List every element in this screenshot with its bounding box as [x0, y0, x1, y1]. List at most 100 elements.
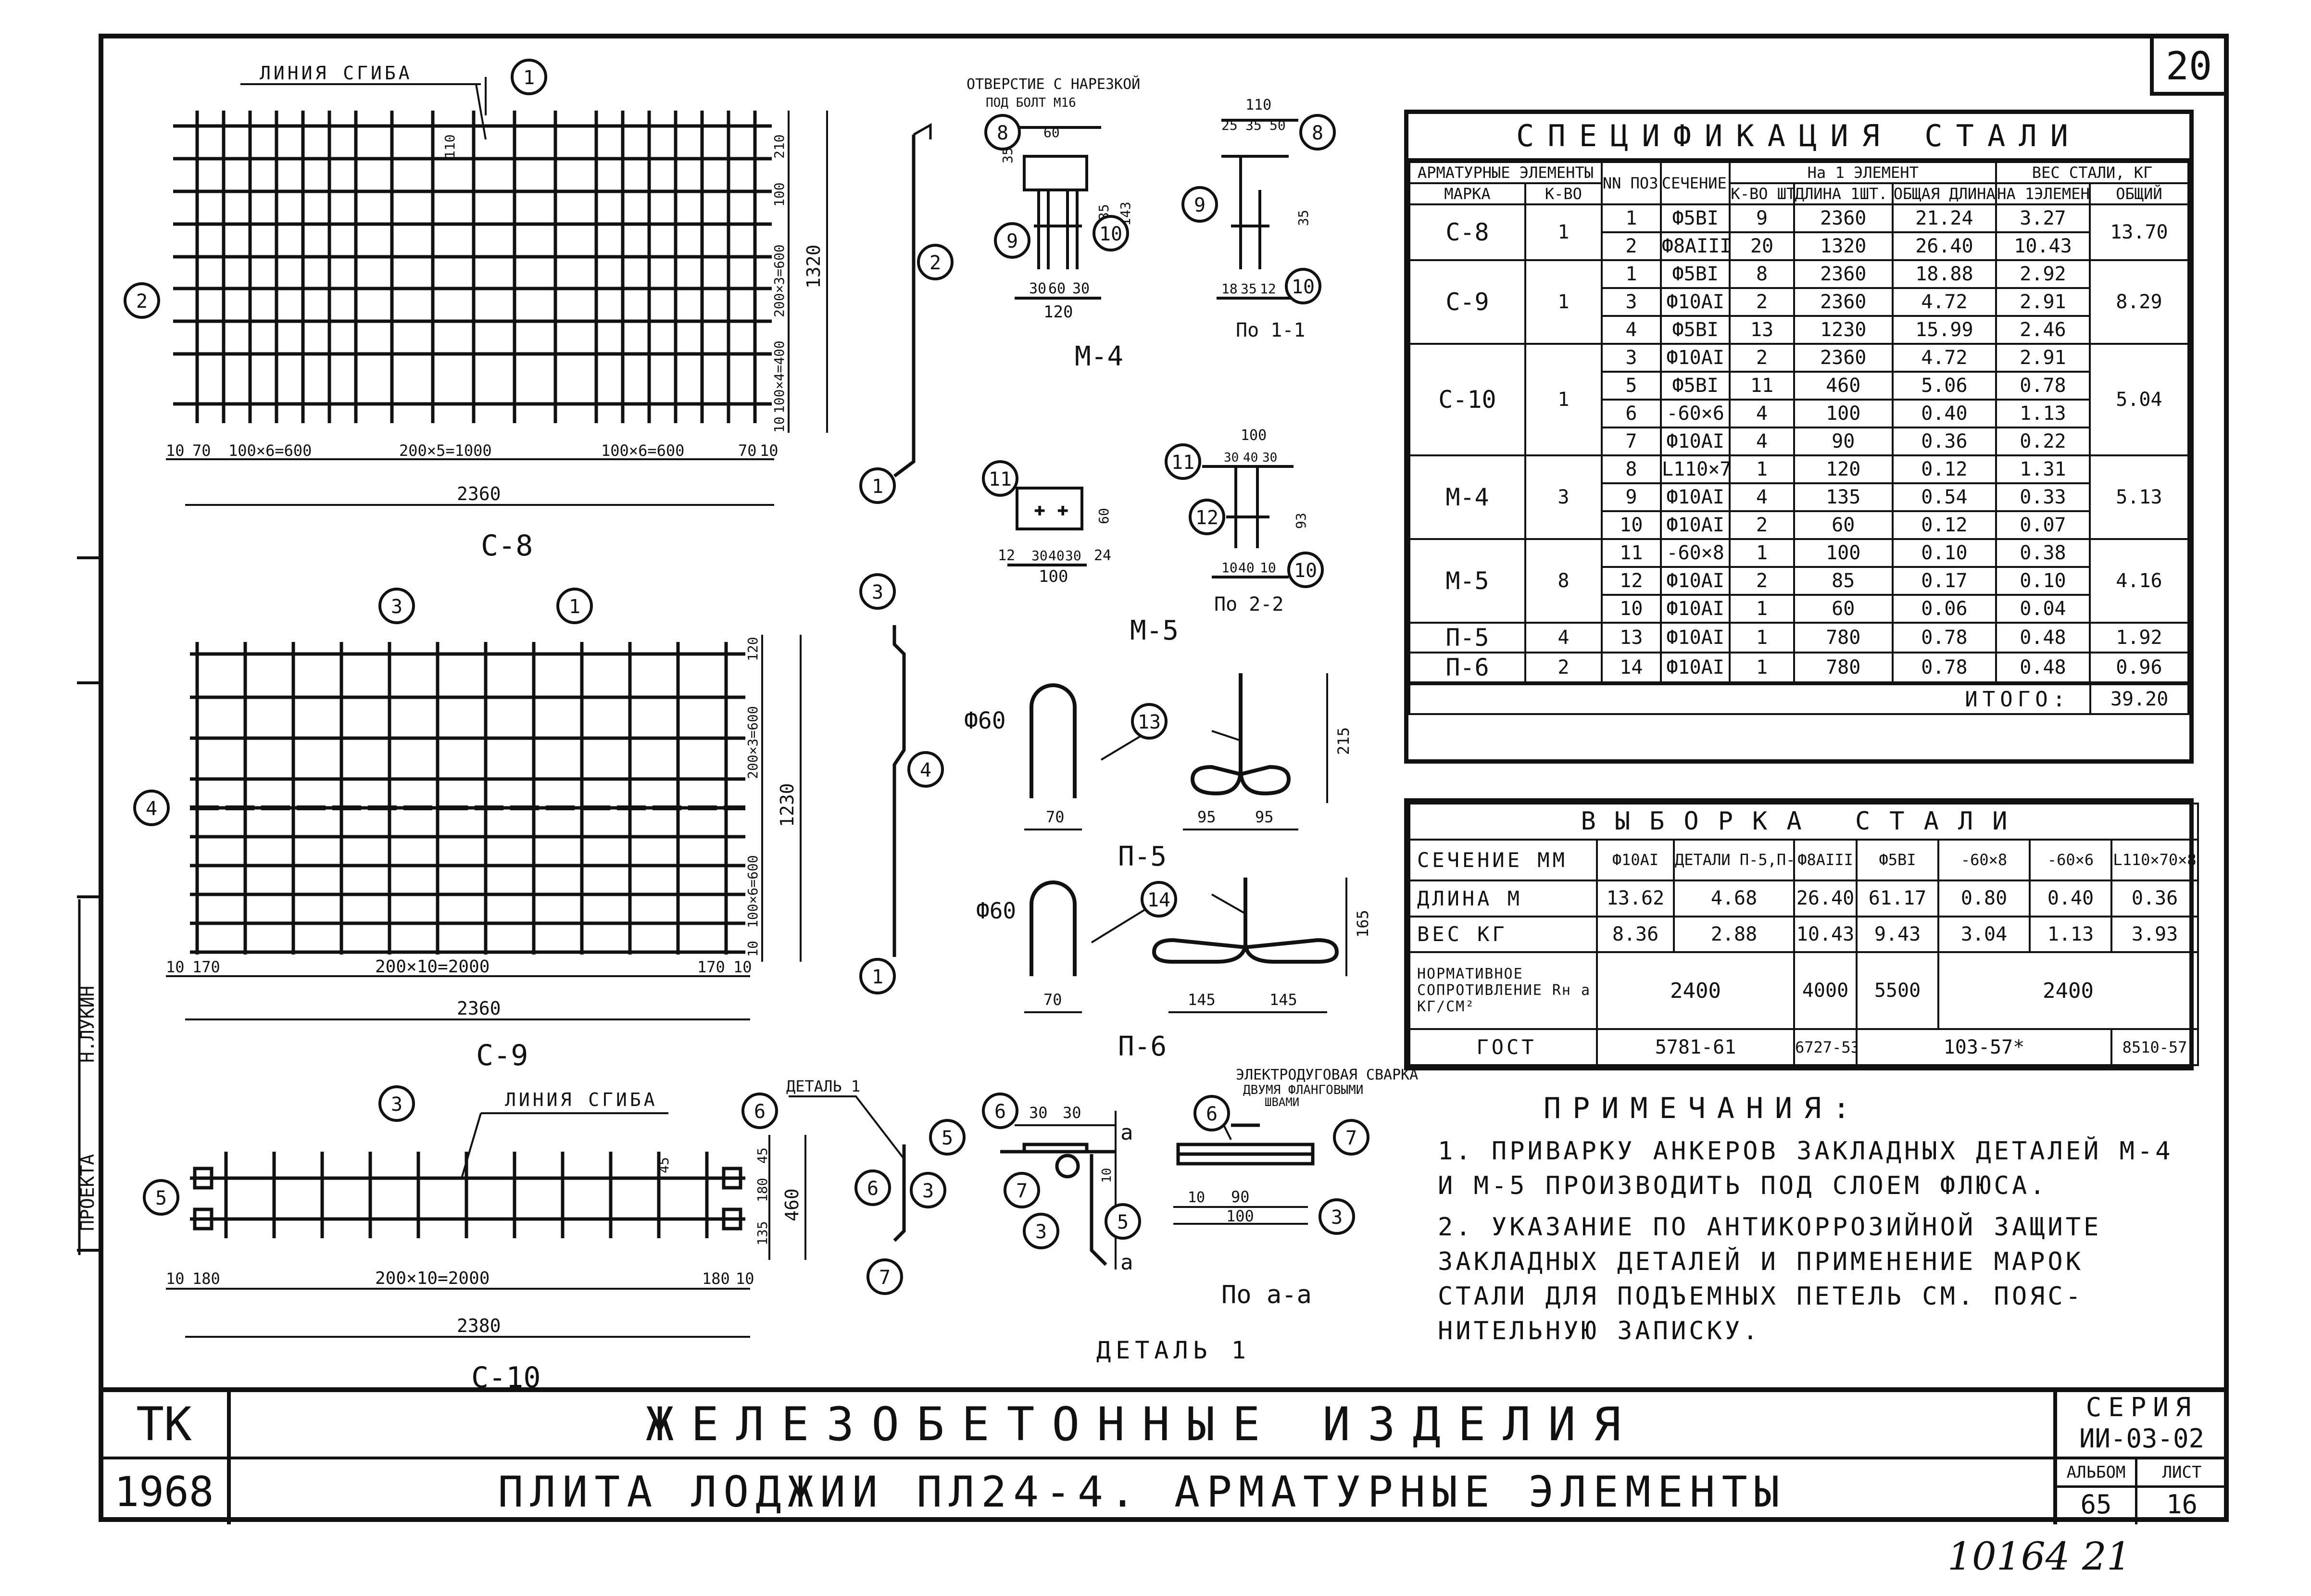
c9-label: С-9: [476, 1039, 528, 1072]
sampling-weight-cell: 2.88: [1673, 915, 1795, 954]
svg-text:7: 7: [1016, 1180, 1028, 1202]
margin-ticks: [77, 556, 101, 1252]
spec-pos: 2: [1600, 231, 1662, 261]
svg-text:10: 10: [166, 1269, 185, 1288]
svg-text:4: 4: [146, 798, 157, 820]
spec-total-value: 39.20: [2089, 683, 2189, 715]
callout-7-d1: [1004, 1172, 1040, 1208]
sampling-weight-cell: 1.13: [2029, 915, 2112, 954]
spec-header-weight: ВЕС СТАЛИ, КГ: [1995, 161, 2189, 184]
sheet-number-box: [2150, 34, 2228, 96]
svg-text:8: 8: [1312, 122, 1323, 144]
svg-text:215: 215: [1334, 727, 1353, 755]
sampling-row-weight: ВЕС КГ: [1408, 915, 1598, 954]
spec-weight: 0.48: [1995, 652, 2091, 683]
dims-c9: [166, 635, 802, 1020]
spec-pos: 4: [1600, 315, 1662, 345]
svg-text:3: 3: [391, 1093, 402, 1116]
svg-text:10: 10: [166, 958, 185, 976]
sampling-table-title: ВЫБОРКА СТАЛИ: [1408, 803, 2199, 841]
detail1-label: ДЕТАЛЬ 1: [1096, 1336, 1251, 1364]
spec-mark: П-5: [1408, 622, 1526, 653]
spec-qty: 8: [1729, 259, 1795, 289]
svg-text:6: 6: [867, 1178, 879, 1200]
spec-header-per-el-weight: НА 1ЭЛЕМЕНТ: [1995, 182, 2091, 205]
callout-3-d1b: [1319, 1198, 1355, 1235]
title-block-album-value: 65: [2080, 1489, 2112, 1520]
svg-text:1320: 1320: [803, 244, 824, 289]
svg-text:70: 70: [1043, 991, 1062, 1009]
spec-total-length: 4.72: [1891, 343, 1997, 373]
sampling-column-header: L110×70×8: [2110, 838, 2199, 881]
callout-8-m4b: [1299, 114, 1336, 151]
svg-text:210: 210: [771, 134, 787, 159]
c10-bend-line-label: ЛИНИЯ СГИБА: [505, 1089, 658, 1110]
svg-text:30: 30: [1262, 451, 1277, 465]
svg-text:70: 70: [192, 441, 211, 460]
sampling-row-gost: ГОСТ: [1408, 1028, 1598, 1066]
svg-text:200×3=600: 200×3=600: [771, 244, 787, 317]
spec-weight: 3.27: [1995, 203, 2091, 233]
spec-weight: 2.46: [1995, 315, 2091, 345]
spec-header-elements: АРМАТУРНЫЕ ЭЛЕМЕНТЫ: [1408, 161, 1603, 184]
svg-text:2360: 2360: [457, 483, 501, 504]
sampling-column-header: -60×6: [2029, 838, 2112, 881]
svg-text:25: 25: [1221, 117, 1238, 133]
svg-text:100×4=400: 100×4=400: [771, 340, 787, 414]
svg-text:60: 60: [1096, 508, 1112, 524]
sampling-column-header: ДЕТАЛИ П-5,П-6 Ф10AI: [1673, 838, 1795, 881]
callout-9-m4b: [1181, 186, 1218, 223]
spec-header-total-length: ОБЩАЯ ДЛИНА М: [1891, 182, 1997, 205]
svg-text:180: 180: [702, 1269, 730, 1288]
callout-5-d1: [1105, 1203, 1141, 1240]
sampling-gost-1: 5781-61: [1596, 1028, 1795, 1066]
spec-mark: С-9: [1408, 259, 1526, 345]
spec-section: Ф10AI: [1659, 343, 1731, 373]
spec-mark: С-8: [1408, 203, 1526, 261]
svg-text:10: 10: [1221, 560, 1238, 576]
spec-section: Ф10AI: [1659, 427, 1731, 456]
spec-section: Ф10AI: [1659, 594, 1731, 624]
spec-length: 1230: [1793, 315, 1894, 345]
callout-1-c9: [556, 588, 593, 624]
spec-section: -60×8: [1659, 538, 1731, 568]
spec-pos: 1: [1600, 203, 1662, 233]
spec-weight: 1.31: [1995, 454, 2091, 484]
callout-3-c9: [378, 588, 415, 624]
spec-count: 4: [1524, 622, 1603, 653]
spec-total-length: 0.17: [1891, 566, 1997, 596]
svg-text:100: 100: [1241, 427, 1267, 444]
svg-text:93: 93: [1293, 513, 1309, 529]
callout-9-m4: [994, 222, 1030, 259]
spec-section: Ф8AIII: [1659, 231, 1731, 261]
spec-group-total: 1.92: [2088, 622, 2190, 653]
spec-length: 780: [1793, 622, 1894, 653]
svg-text:11: 11: [1171, 452, 1194, 474]
callout-6-c10: [741, 1093, 778, 1129]
svg-text:60: 60: [1043, 125, 1060, 140]
svg-text:100: 100: [771, 182, 787, 207]
spec-length: 100: [1793, 538, 1894, 568]
sampling-weight-cell: 3.93: [2110, 915, 2199, 954]
svg-text:135: 135: [754, 1221, 770, 1245]
spec-group-total: 13.70: [2088, 203, 2190, 261]
svg-text:30: 30: [1072, 280, 1090, 297]
mesh-c10: [190, 1152, 745, 1238]
sampling-column-header: Ф8AIII: [1793, 838, 1858, 881]
spec-count: 1: [1524, 203, 1603, 261]
svg-text:170: 170: [192, 958, 220, 976]
svg-text:90: 90: [1231, 1188, 1250, 1206]
spec-header-pos: NN ПОЗ.: [1600, 161, 1662, 205]
sampling-row-length: ДЛИНА М: [1408, 879, 1598, 917]
detail1-section-label: По а-а: [1221, 1281, 1312, 1309]
spec-header-mark: МАРКА: [1408, 182, 1526, 205]
spec-group-total: 5.04: [2088, 343, 2190, 456]
title-block-series-label: СЕРИЯ: [2085, 1392, 2198, 1422]
detail1-drawing: [1000, 1123, 1315, 1266]
spec-qty: 4: [1729, 399, 1795, 428]
spec-weight: 10.43: [1995, 231, 2091, 261]
